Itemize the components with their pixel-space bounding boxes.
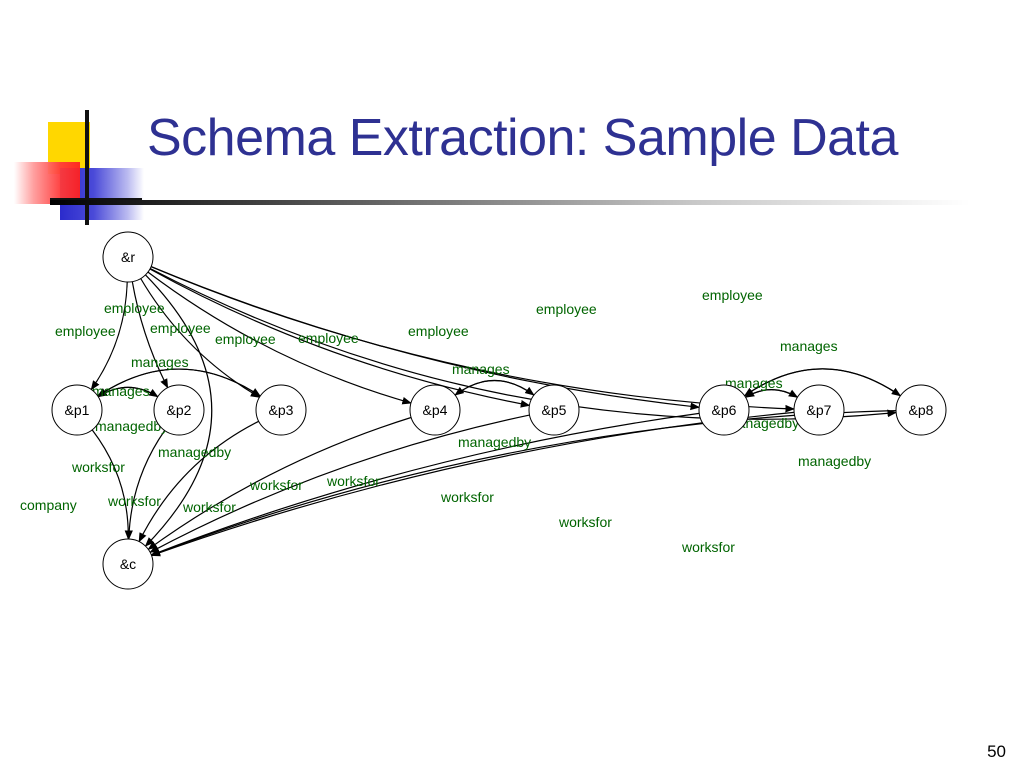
- edge-label-r-p7: employee: [536, 301, 597, 317]
- node-p1: &p1: [51, 384, 103, 436]
- edge-p3-p1: [97, 368, 261, 397]
- edge-r-p4: [147, 271, 412, 405]
- edge-label-p2-c: worksfor: [107, 493, 161, 509]
- edge-p5-p4: [454, 379, 535, 396]
- edge-label-p6-p7: manages: [725, 375, 783, 391]
- node-label-r: &r: [121, 249, 135, 265]
- node-p8: &p8: [895, 384, 947, 436]
- node-circle-p3: [255, 384, 307, 436]
- node-label-p2: &p2: [167, 402, 192, 418]
- edge-label-r-p4: employee: [215, 331, 276, 347]
- node-label-p7: &p7: [807, 402, 832, 418]
- edge-p4-c: [147, 416, 412, 550]
- edge-r-p3: [140, 278, 261, 398]
- page-number: 50: [987, 742, 1006, 761]
- node-c: &c: [102, 538, 154, 590]
- edge-label-r-c: company: [20, 497, 77, 513]
- edge-p5-c: [149, 414, 530, 553]
- node-circle-c: [102, 538, 154, 590]
- edge-label-r-p8: employee: [702, 287, 763, 303]
- edge-label-r-p1: employee: [55, 323, 116, 339]
- edge-p6-c: [150, 412, 700, 556]
- edge-label-p5-p4: managedby: [458, 434, 531, 450]
- edge-label-p4-p5: manages: [452, 361, 510, 377]
- edge-label-p8-p6: managedby: [798, 453, 871, 469]
- edge-label-p1-p2: manages: [131, 354, 189, 370]
- edge-p8-p6: [743, 368, 901, 397]
- node-label-p6: &p6: [712, 402, 737, 418]
- node-circle-r: [102, 231, 154, 283]
- node-p3: &p3: [255, 384, 307, 436]
- edge-label-p2-p1: managedby: [95, 418, 168, 434]
- node-label-p8: &p8: [909, 402, 934, 418]
- edge-label-r-p2: employee: [104, 300, 165, 316]
- logo-vertical-line: [85, 110, 89, 225]
- slide-title: Schema Extraction: Sample Data: [147, 109, 898, 167]
- node-circle-p4: [409, 384, 461, 436]
- edge-r-p1: [90, 281, 128, 391]
- edge-label-r-p6: employee: [408, 323, 469, 339]
- title-underline: [50, 200, 970, 205]
- logo-red-square: [14, 162, 80, 204]
- edge-label-p1-c: worksfor: [71, 459, 125, 475]
- edge-p3-c: [138, 420, 259, 543]
- node-circle-p1: [51, 384, 103, 436]
- edge-label-p5-c: worksfor: [326, 473, 380, 489]
- edge-label-p7-c: worksfor: [558, 514, 612, 530]
- edges-layer: [90, 266, 902, 557]
- node-circle-p8: [895, 384, 947, 436]
- edge-label-p8-c: worksfor: [681, 539, 735, 555]
- edge-label-p1-p3: manages: [92, 383, 150, 399]
- edge-p2-c: [125, 430, 166, 540]
- edge-label-p3-p1: managedby: [158, 444, 231, 460]
- node-label-p4: &p4: [423, 402, 448, 418]
- node-label-p1: &p1: [65, 402, 90, 418]
- edge-label-p6-p8: manages: [780, 338, 838, 354]
- slide-logo: [12, 110, 144, 225]
- edge-label-p3-c: worksfor: [182, 499, 236, 515]
- nodes-layer: &r&p1&p2&p3&p4&p5&p6&p7&p8&c: [51, 231, 947, 590]
- node-p6: &p6: [698, 384, 750, 436]
- edge-label-r-p3: employee: [150, 320, 211, 336]
- node-p2: &p2: [153, 384, 205, 436]
- edge-r-c: [144, 274, 213, 547]
- edge-label-p4-c: worksfor: [249, 477, 303, 493]
- node-circle-p2: [153, 384, 205, 436]
- node-label-p3: &p3: [269, 402, 294, 418]
- node-r: &r: [102, 231, 154, 283]
- edge-p7-c: [150, 411, 795, 557]
- node-label-p5: &p5: [542, 402, 567, 418]
- node-circle-p6: [698, 384, 750, 436]
- edge-p1-c: [91, 429, 133, 540]
- node-p5: &p5: [528, 384, 580, 436]
- node-p4: &p4: [409, 384, 461, 436]
- edge-p8-c: [150, 410, 897, 556]
- node-circle-p5: [528, 384, 580, 436]
- node-circle-p7: [793, 384, 845, 436]
- edge-label-r-p5: employee: [298, 330, 359, 346]
- node-label-c: &c: [120, 556, 136, 572]
- node-p7: &p7: [793, 384, 845, 436]
- edge-r-p8: [149, 267, 898, 420]
- edge-r-p2: [131, 281, 169, 389]
- edge-r-p5: [149, 268, 531, 408]
- edge-label-p6-c: worksfor: [440, 489, 494, 505]
